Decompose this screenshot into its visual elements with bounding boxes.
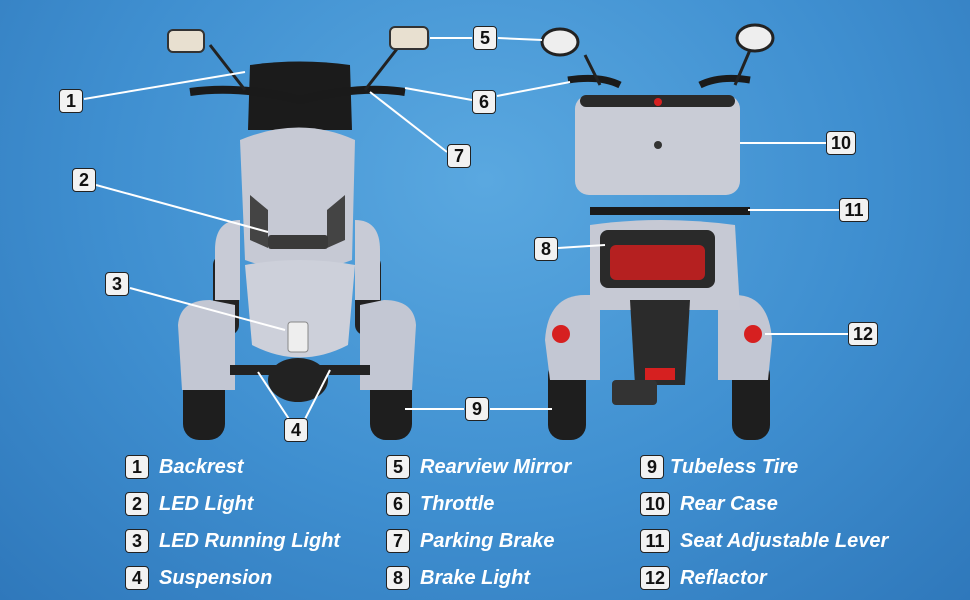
right-reflector (744, 325, 762, 343)
legend-item: 4 Suspension (125, 566, 272, 590)
rear-view-scooter (540, 23, 775, 440)
legend-item: 5 Rearview Mirror (386, 455, 571, 479)
front-fairing (240, 127, 355, 270)
legend-item: 1 Backrest (125, 455, 244, 479)
callout-badge-1: 1 (59, 89, 83, 113)
legend-badge: 6 (386, 492, 410, 516)
callout-lines (83, 37, 848, 420)
legend-badge: 10 (640, 492, 670, 516)
legend-label: Suspension (159, 566, 273, 589)
callout-badge-9: 9 (465, 397, 489, 421)
rear-right-mirror (735, 23, 775, 53)
callout-badge-3: 3 (105, 272, 129, 296)
callout-badge-5: 5 (473, 26, 497, 50)
legend-item: 8 Brake Light (386, 566, 530, 590)
callout-badge-8: 8 (534, 237, 558, 261)
legend-badge: 1 (125, 455, 149, 479)
legend-item: 9 Tubeless Tire (640, 455, 798, 479)
legend-label: Parking Brake (420, 529, 555, 552)
legend-label: Reflactor (680, 566, 767, 589)
legend-badge: 3 (125, 529, 149, 553)
legend-badge: 8 (386, 566, 410, 590)
legend-label: Rear Case (680, 492, 778, 515)
legend-item: 6 Throttle (386, 492, 494, 516)
callout-badge-10: 10 (826, 131, 856, 155)
legend-badge: 7 (386, 529, 410, 553)
led-running-light (287, 321, 309, 353)
legend-badge: 11 (640, 529, 670, 553)
seat-lever-bar (590, 207, 750, 215)
legend-label: LED Light (159, 492, 254, 515)
legend-label: Throttle (420, 492, 495, 515)
legend-item: 11 Seat Adjustable Lever (640, 529, 888, 553)
left-mirror (167, 29, 205, 53)
legend-badge: 2 (125, 492, 149, 516)
rear-left-mirror (540, 27, 580, 57)
legend-label: Seat Adjustable Lever (680, 529, 889, 552)
front-view-scooter (167, 26, 429, 440)
legend-item: 12 Reflactor (640, 566, 767, 590)
callout-badge-6: 6 (472, 90, 496, 114)
legend-badge: 4 (125, 566, 149, 590)
backrest (248, 61, 352, 130)
callout-badge-2: 2 (72, 168, 96, 192)
legend-label: LED Running Light (159, 529, 341, 552)
legend-label: Rearview Mirror (420, 455, 572, 478)
legend-badge: 12 (640, 566, 670, 590)
right-mirror (389, 26, 429, 50)
left-reflector (552, 325, 570, 343)
legend-label: Backrest (159, 455, 244, 478)
callout-badge-7: 7 (447, 144, 471, 168)
legend-item: 3 LED Running Light (125, 529, 340, 553)
callout-badge-11: 11 (839, 198, 869, 222)
legend-item: 7 Parking Brake (386, 529, 555, 553)
callout-badge-4: 4 (284, 418, 308, 442)
legend-item: 2 LED Light (125, 492, 253, 516)
legend-item: 10 Rear Case (640, 492, 778, 516)
legend-badge: 9 (640, 455, 664, 479)
led-light (268, 235, 328, 249)
legend-label: Brake Light (420, 566, 531, 589)
legend-label: Tubeless Tire (670, 455, 799, 478)
callout-badge-12: 12 (848, 322, 878, 346)
legend-badge: 5 (386, 455, 410, 479)
